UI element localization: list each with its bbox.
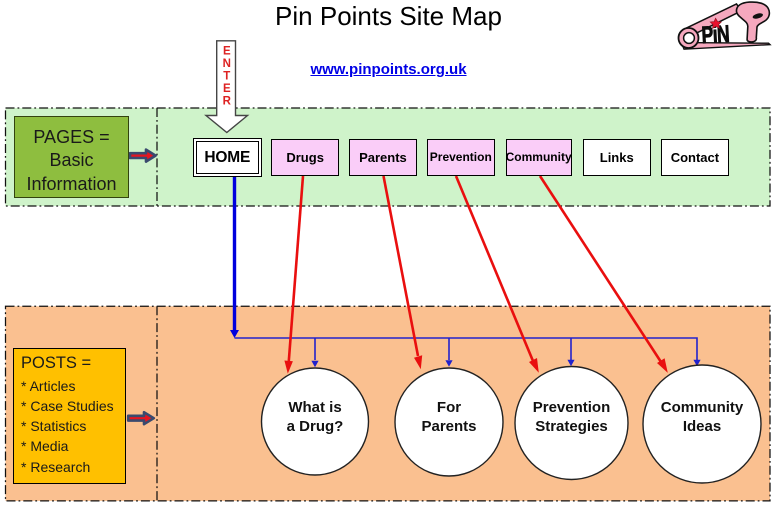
svg-text:N: N xyxy=(223,58,231,70)
svg-text:R: R xyxy=(223,96,232,108)
svg-text:E: E xyxy=(223,83,231,95)
svg-text:E: E xyxy=(223,46,231,58)
svg-text:PiN: PiN xyxy=(701,21,730,49)
svg-text:T: T xyxy=(223,71,230,83)
